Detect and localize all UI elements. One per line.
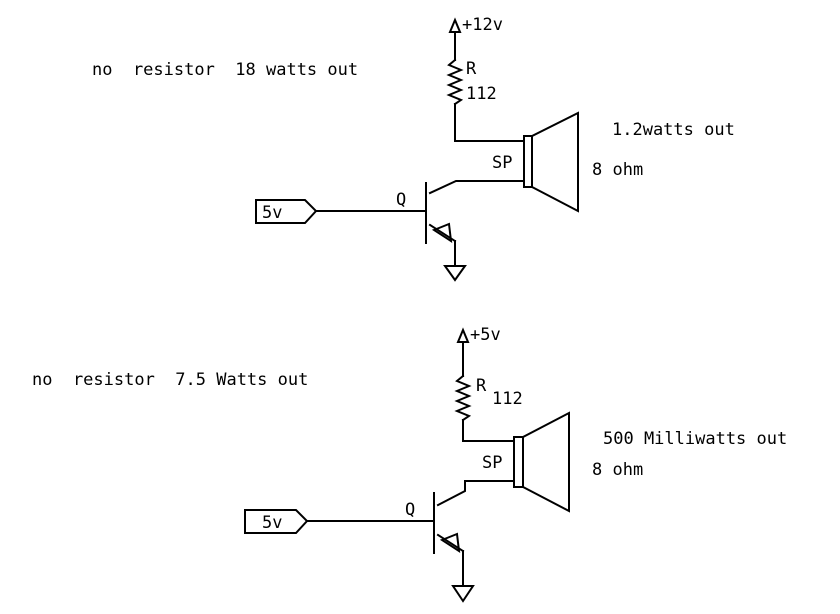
supply-label: +5v [470,325,501,345]
resistor-icon [446,58,464,106]
ground-icon [451,585,475,603]
input-label: 5v [262,513,282,533]
transistor-icon [425,182,457,244]
resistor-value: 112 [492,389,523,409]
resistor-speaker-wire [454,103,525,142]
resistor-speaker-wire [462,419,515,442]
impedance-note: 8 ohm [592,460,643,480]
input-label: 5v [262,203,282,223]
output-note: 500 Milliwatts out [603,429,787,449]
resistor-label: R [466,59,477,79]
transistor-label: Q [405,500,415,520]
speaker-icon [523,111,579,213]
note: no resistor 7.5 Watts out [32,370,308,390]
speaker-label: SP [492,153,512,173]
circuit-bottom: +5v R 112 SP Q 5v no resistor 7.5 [32,325,787,603]
circuit-top: +12v R 112 SP Q 5v no resistor 18 [92,15,735,282]
supply-label: +12v [462,15,503,35]
resistor-label: R [476,376,487,396]
transistor-label: Q [396,190,406,210]
transistor-icon [433,492,465,554]
note: no resistor 18 watts out [92,60,358,80]
collector-wire [428,180,525,195]
collector-wire [436,480,515,507]
impedance-note: 8 ohm [592,160,643,180]
speaker-label: SP [482,453,502,473]
resistor-value: 112 [466,84,497,104]
resistor-icon [454,374,472,422]
ground-icon [443,265,467,282]
input-port-icon [255,199,318,224]
supply-terminal-icon [456,327,470,343]
input-port-icon [244,509,309,534]
speaker-icon [513,411,570,513]
supply-terminal-icon [448,17,462,33]
output-note: 1.2watts out [612,120,735,140]
